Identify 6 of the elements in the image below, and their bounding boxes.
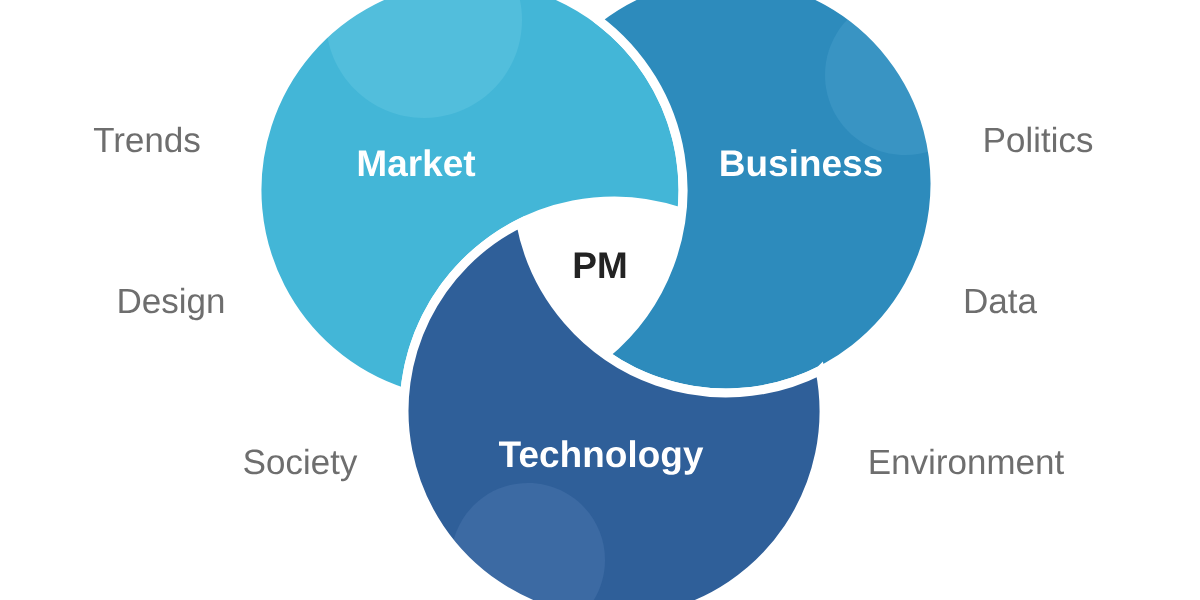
label: Trends <box>93 126 200 153</box>
label: Politics <box>985 126 1093 153</box>
label: Society <box>244 448 358 482</box>
center-label: PM <box>574 252 626 278</box>
label: Design <box>119 287 224 321</box>
label: Environment <box>870 448 1064 475</box>
